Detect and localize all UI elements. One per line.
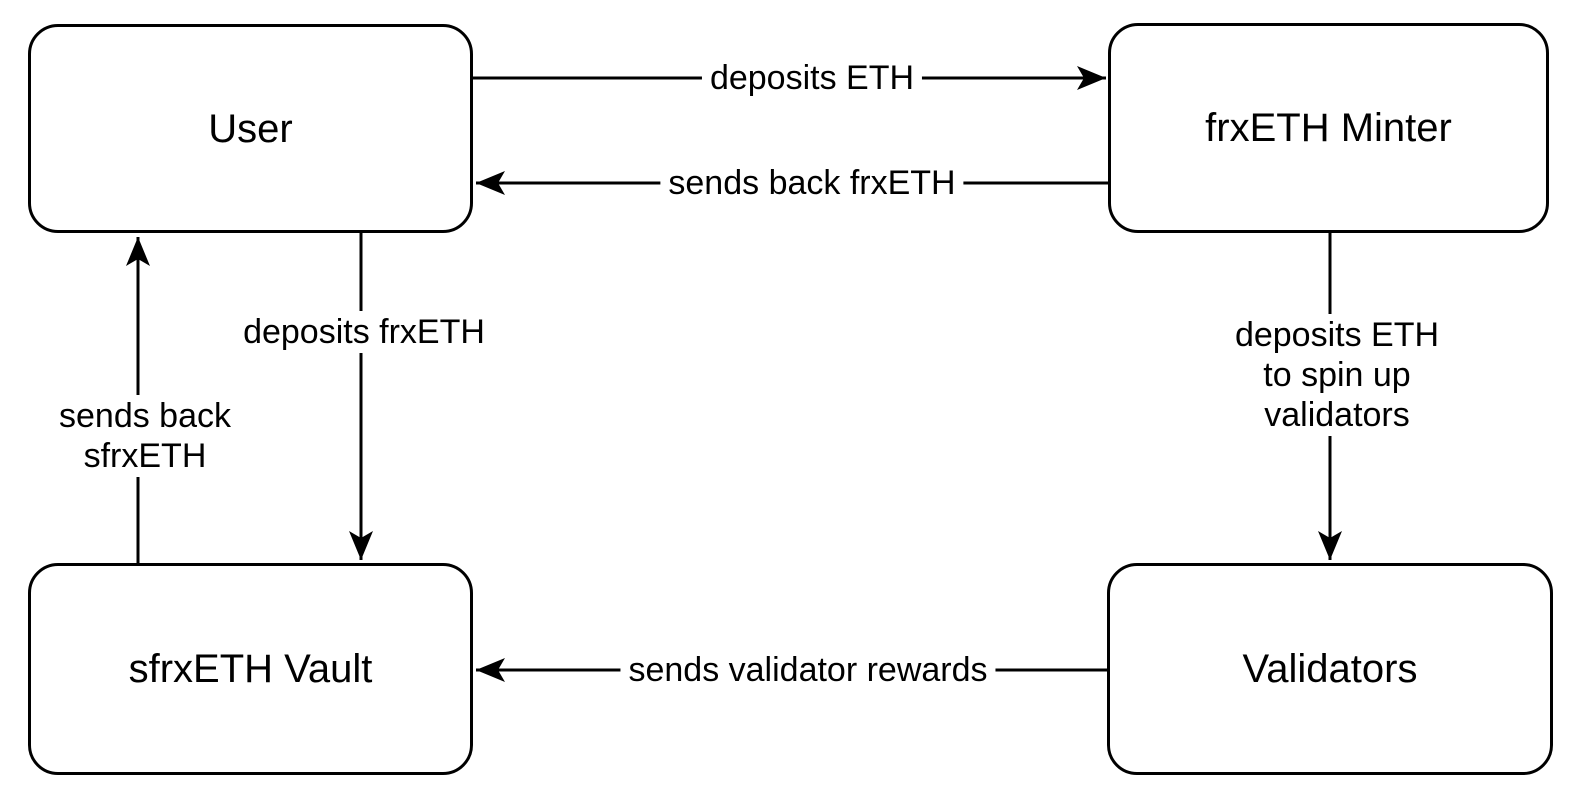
node-sfrxeth-vault: sfrxETH Vault — [28, 563, 473, 775]
node-sfrxeth-vault-label: sfrxETH Vault — [128, 647, 373, 691]
node-validators: Validators — [1107, 563, 1553, 775]
edge-label-deposits-frxeth: deposits frxETH — [235, 311, 493, 353]
node-validators-label: Validators — [1242, 647, 1418, 691]
node-frxeth-minter-label: frxETH Minter — [1205, 106, 1452, 150]
node-user: User — [28, 24, 473, 233]
edge-label-sends-validator-rewards: sends validator rewards — [620, 649, 996, 691]
node-frxeth-minter: frxETH Minter — [1108, 23, 1549, 233]
edge-label-deposits-eth-to-spin-up-validators: deposits ETH to spin up validators — [1210, 314, 1464, 436]
edge-label-sends-back-frxeth: sends back frxETH — [660, 162, 964, 204]
edge-label-deposits-eth: deposits ETH — [701, 57, 923, 99]
edge-label-sends-back-sfrxeth: sends back sfrxETH — [51, 395, 239, 477]
node-user-label: User — [208, 106, 293, 151]
